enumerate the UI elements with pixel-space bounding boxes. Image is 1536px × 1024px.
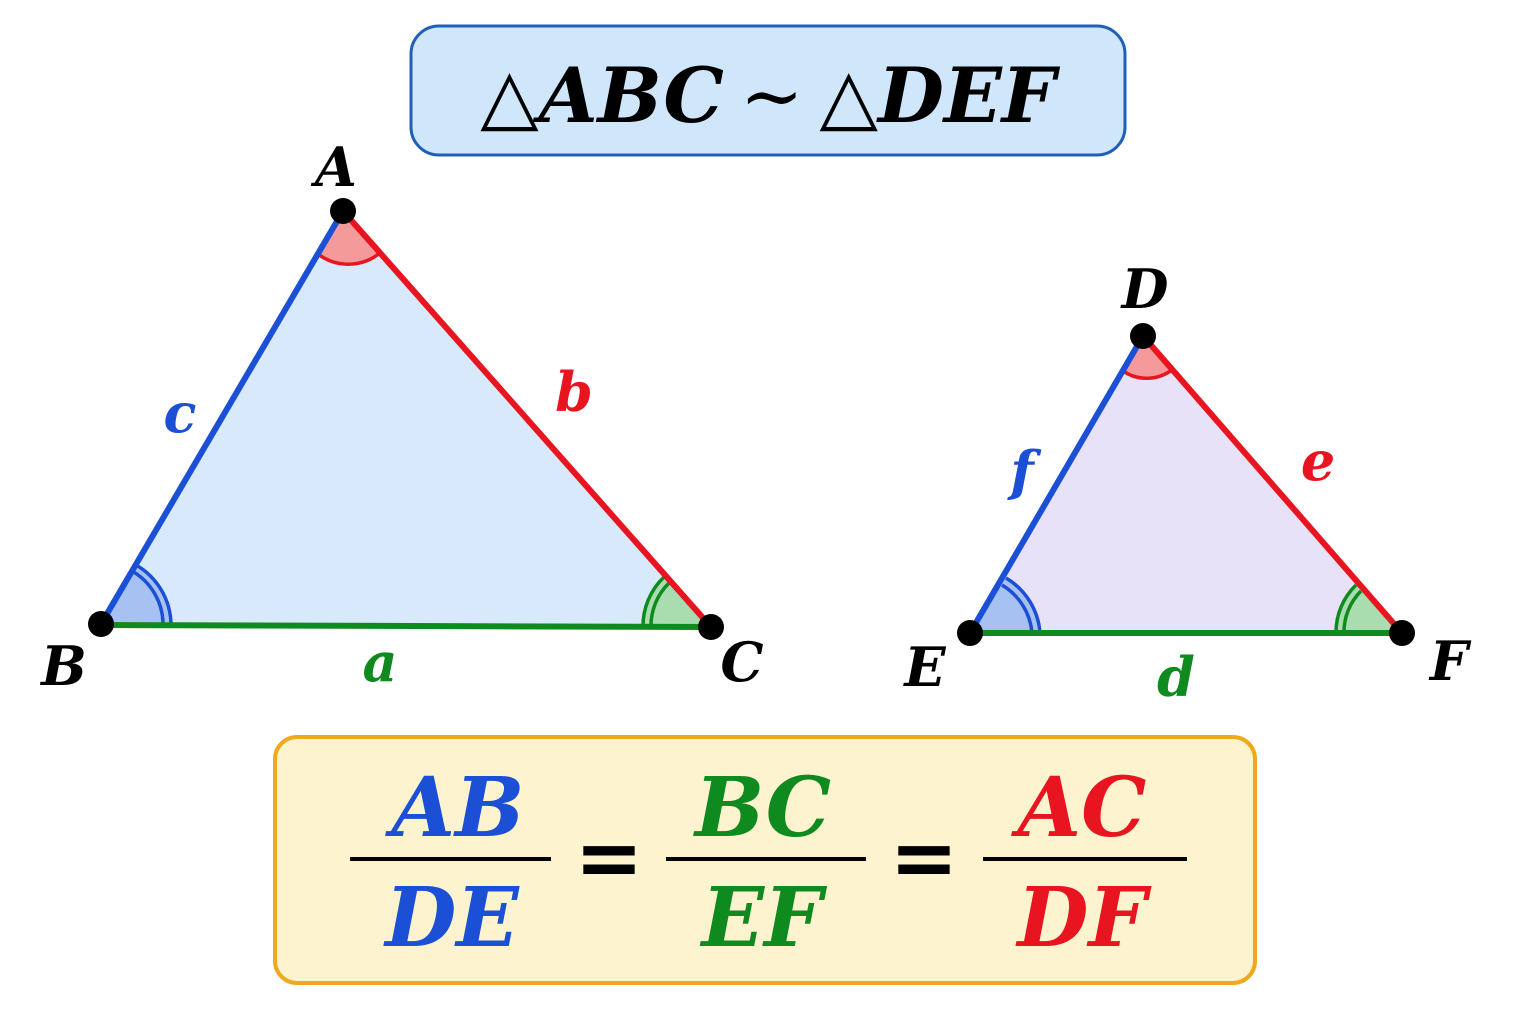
- ratio-1-denominator: DE: [383, 870, 520, 966]
- vertex-d-label: D: [1120, 257, 1169, 321]
- ratio-3-denominator: DF: [1015, 870, 1151, 966]
- ratio-1-numerator: AB: [385, 760, 525, 856]
- side-c-label: c: [164, 381, 197, 445]
- equals-sign-2: =: [890, 811, 959, 906]
- title-text: △ABC∼△DEF: [480, 51, 1061, 140]
- angle-d-arc: [1122, 367, 1175, 381]
- angle-e-arc-inner: [1001, 583, 1034, 634]
- ratio-2-numerator: BC: [693, 760, 831, 856]
- ratio-2-denominator: EF: [700, 870, 828, 966]
- side-c: [98, 209, 346, 626]
- vertex-b-dot: [88, 611, 114, 637]
- side-a: [100, 622, 712, 630]
- title-box: [409, 24, 1127, 157]
- angle-e-arc-outer: [1005, 576, 1042, 634]
- angle-f-fill: [1335, 585, 1402, 633]
- vertex-e-dot: [957, 620, 983, 646]
- ratio-3-numerator: AC: [1011, 760, 1147, 856]
- ratio-ab-de: AB DE: [350, 760, 551, 966]
- vertex-e-label: E: [902, 635, 946, 699]
- vertex-c-label: C: [721, 630, 764, 694]
- side-e: [1140, 334, 1405, 635]
- angle-b-arc-outer: [135, 563, 173, 625]
- ratio-ac-df: AC DF: [983, 760, 1187, 966]
- angle-a-arc: [316, 250, 383, 266]
- ratio-bc-ef: BC EF: [666, 760, 866, 966]
- triangle-def: D E F f e d: [902, 257, 1471, 709]
- angle-d-fill: [1123, 336, 1173, 379]
- vertex-b-label: B: [39, 634, 87, 698]
- angle-c-arc-inner: [649, 581, 671, 628]
- side-a-label: a: [363, 630, 398, 694]
- side-f-label: f: [1006, 439, 1041, 503]
- vertex-d-dot: [1130, 323, 1156, 349]
- angle-c-fill: [642, 577, 711, 627]
- vertex-f-label: F: [1428, 629, 1472, 693]
- angle-c-arc-outer: [641, 575, 666, 628]
- side-e-label: e: [1301, 429, 1335, 493]
- angle-a-fill: [318, 211, 381, 265]
- angle-f-arc-outer: [1334, 583, 1358, 634]
- triangle-abc-fill: [101, 211, 711, 627]
- side-f: [967, 334, 1146, 635]
- side-b: [340, 209, 714, 629]
- triangle-abc: A B C c b a: [39, 135, 763, 698]
- vertex-a-dot: [330, 198, 356, 224]
- angle-b-arc-inner: [131, 569, 165, 625]
- vertex-a-label: A: [310, 135, 357, 199]
- triangle-def-fill: [970, 336, 1402, 633]
- side-d-label: d: [1157, 645, 1195, 709]
- vertex-c-dot: [698, 614, 724, 640]
- angle-f-arc-inner: [1342, 589, 1363, 634]
- equals-sign-1: =: [575, 811, 644, 906]
- side-b-label: b: [555, 360, 593, 424]
- vertex-f-dot: [1389, 620, 1415, 646]
